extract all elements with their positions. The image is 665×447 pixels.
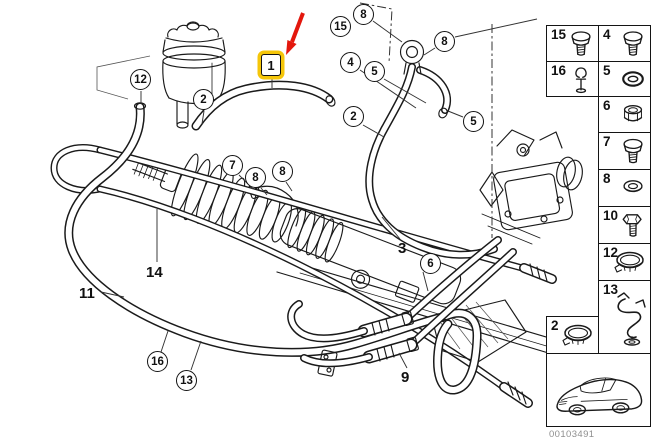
callout-5-b[interactable]: 5 [463, 111, 484, 132]
hose-clamp-icon [614, 251, 644, 273]
legend-cell-4[interactable]: 4 [598, 25, 651, 62]
o-ring-icon [622, 71, 644, 87]
legend-cell-12[interactable]: 12 [598, 243, 651, 281]
callout-8-c[interactable]: 8 [245, 167, 266, 188]
legend-cell-7[interactable]: 7 [598, 132, 651, 170]
callout-16[interactable]: 16 [147, 351, 168, 372]
callout-8-d[interactable]: 8 [272, 161, 293, 182]
legend-cell-6[interactable]: 6 [598, 96, 651, 133]
legend-num: 13 [603, 282, 619, 297]
callout-4[interactable]: 4 [340, 52, 361, 73]
red-pointer-arrow [286, 12, 305, 55]
legend-num: 5 [603, 63, 611, 78]
callout-7[interactable]: 7 [222, 155, 243, 176]
legend-num: 7 [603, 134, 611, 149]
label-9[interactable]: 9 [401, 369, 410, 386]
legend-cell-2[interactable]: 2 [546, 316, 599, 354]
expansion-rivet-icon [575, 67, 587, 94]
legend-num: 16 [551, 63, 567, 78]
flange-bolt-icon [623, 138, 643, 164]
callout-2-reservoir[interactable]: 2 [193, 89, 214, 110]
callout-6[interactable]: 6 [420, 253, 441, 274]
hose-clamp-icon [562, 324, 592, 346]
callout-8-banjo[interactable]: 8 [434, 31, 455, 52]
vehicle-thumbnail [546, 353, 651, 427]
legend-num: 8 [603, 171, 611, 186]
highlight-box-1[interactable]: 1 [261, 54, 281, 76]
seal-washer-icon [623, 180, 643, 193]
legend-num: 6 [603, 98, 611, 113]
spring-clip-icon [617, 292, 646, 346]
legend-cell-15[interactable]: 15 [546, 25, 599, 62]
legend-cell-16[interactable]: 16 [546, 61, 599, 97]
callout-12[interactable]: 12 [130, 69, 151, 90]
callout-13[interactable]: 13 [176, 370, 197, 391]
legend-num: 2 [551, 318, 559, 333]
legend-cell-5[interactable]: 5 [598, 61, 651, 97]
callout-8-a[interactable]: 8 [353, 4, 374, 25]
legend-num: 10 [603, 208, 619, 223]
callout-5-a[interactable]: 5 [364, 61, 385, 82]
legend-cell-10[interactable]: 10 [598, 206, 651, 244]
sedan-outline-icon [556, 377, 643, 416]
legend-cell-13[interactable]: 13 [598, 280, 651, 354]
hex-bolt-icon [622, 214, 642, 237]
flange-bolt-icon [623, 31, 643, 56]
label-3[interactable]: 3 [398, 240, 407, 257]
legend-num: 12 [603, 245, 619, 260]
legend-num: 15 [551, 27, 567, 42]
label-11[interactable]: 11 [79, 285, 95, 302]
callout-15[interactable]: 15 [330, 16, 351, 37]
legend-cell-8[interactable]: 8 [598, 169, 651, 207]
hex-nut-icon [623, 104, 643, 122]
legend-num: 4 [603, 27, 611, 42]
label-14[interactable]: 14 [146, 264, 163, 281]
callout-2-hose[interactable]: 2 [343, 106, 364, 127]
image-code: 00103491 [549, 429, 595, 440]
flange-bolt-icon [571, 31, 591, 56]
